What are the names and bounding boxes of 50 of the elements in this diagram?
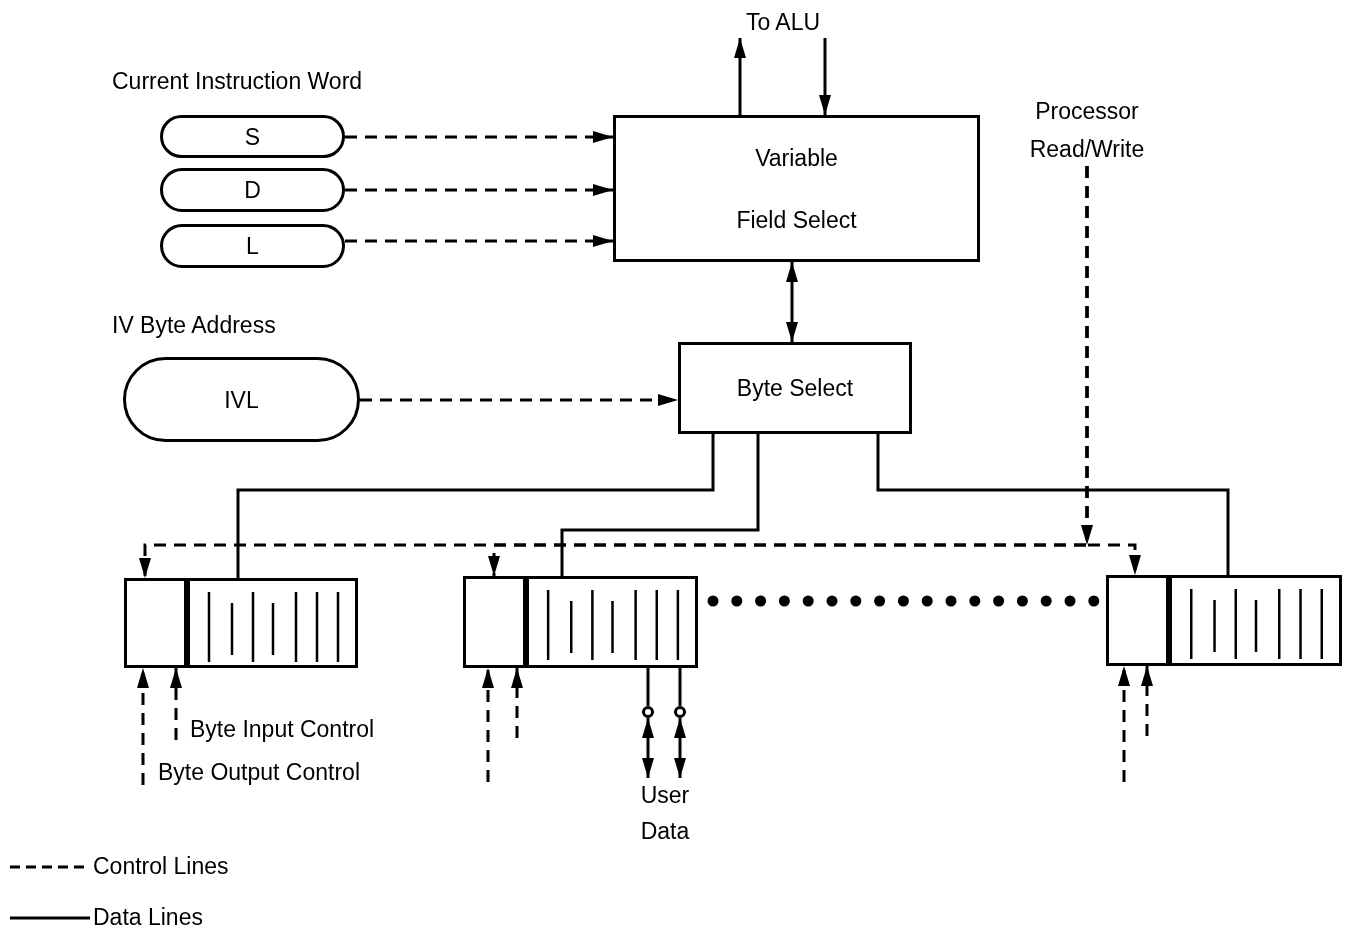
byte-register-cell: [1169, 575, 1342, 666]
dashed-arrow: [345, 131, 613, 143]
node-label: IVL: [224, 385, 259, 414]
byte-register-cell: [187, 578, 358, 668]
rounded-field-box: [160, 168, 345, 212]
dashed-arrow: [1081, 525, 1093, 545]
node-label: D: [244, 176, 261, 204]
terminal-circle: [674, 706, 686, 718]
text-label: IV Byte Address: [112, 312, 276, 339]
arrow: [819, 38, 831, 115]
line: [236, 434, 715, 578]
register-control-cell: [1106, 575, 1169, 666]
register-control-cell: [463, 576, 526, 668]
double-arrow: [786, 262, 798, 342]
dashed-arrow: [170, 668, 182, 740]
dashed-arrow: [482, 668, 494, 782]
line: [678, 668, 682, 706]
dashed-arrow: [511, 668, 523, 738]
dashed-arrow: [1085, 166, 1141, 575]
text-label: Byte Output Control: [158, 759, 360, 786]
legend-label: Data Lines: [93, 904, 203, 931]
line: [560, 434, 760, 576]
legend-label: Control Lines: [93, 853, 229, 880]
text-label: Byte Input Control: [190, 716, 375, 743]
node-label: L: [246, 232, 259, 260]
double-arrow: [642, 718, 654, 778]
register-control-cell: [124, 578, 187, 668]
process-box: [613, 115, 980, 262]
rounded-field-box: [160, 115, 345, 158]
rounded-field-box: [160, 224, 345, 268]
node-label: Processor Read/Write: [1008, 94, 1166, 166]
text-label: Current Instruction Word: [112, 68, 363, 95]
node-label: S: [244, 122, 261, 151]
dashed-arrow: [1118, 666, 1130, 782]
node-label: Byte Select: [736, 374, 854, 402]
terminal-circle: [642, 706, 654, 718]
arrow: [734, 38, 746, 115]
node-label: Variable Field Select: [735, 143, 858, 235]
dashed-arrow: [345, 184, 613, 196]
dashed-arrow: [137, 668, 149, 785]
line: [646, 668, 650, 706]
byte-register-cell: [526, 576, 698, 668]
node-label: User Data: [629, 778, 701, 848]
dashed-arrow: [345, 235, 613, 247]
process-box: [678, 342, 912, 434]
double-arrow: [674, 718, 686, 778]
dashed-arrow: [360, 394, 678, 406]
line: [876, 434, 1230, 575]
dashed-arrow: [1141, 666, 1153, 736]
node-label: To ALU: [731, 6, 835, 38]
